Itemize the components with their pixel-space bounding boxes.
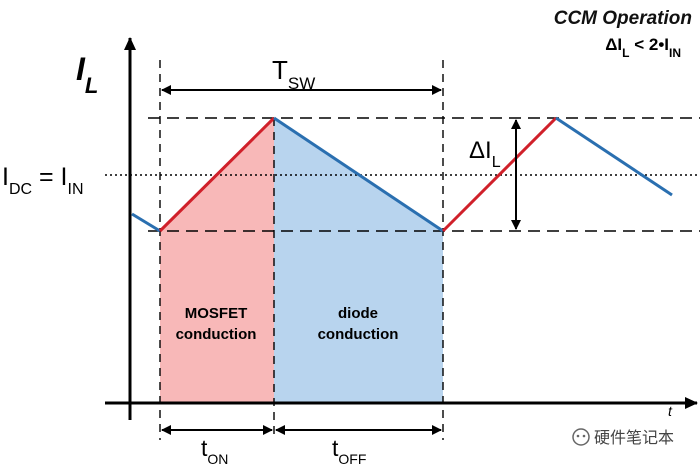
tsw-label: TSW: [272, 55, 315, 93]
watermark-text: 硬件笔记本: [594, 429, 674, 447]
fall-segment-1: [273, 116, 444, 233]
diode-label-line2: conduction: [318, 326, 399, 343]
watermark-logo-icon: [572, 428, 590, 446]
mosfet-label-line2: conduction: [176, 326, 257, 343]
delta-il-label: ΔIL: [469, 137, 501, 171]
rise-segment-2: [441, 116, 558, 233]
diagram-title: CCM Operation: [554, 8, 692, 29]
rise-segment-1: [158, 116, 276, 233]
idc-iin-label: IDC = IIN: [2, 163, 84, 198]
ccm-condition: ΔIL < 2•IIN: [605, 35, 681, 60]
diode-label-line1: diode: [338, 305, 378, 322]
y-axis-label: IL: [76, 51, 98, 98]
mosfet-region: [160, 118, 274, 403]
mosfet-label-line1: MOSFET: [185, 305, 248, 322]
x-axis-label: t: [668, 403, 673, 419]
diode-region: [274, 118, 443, 403]
fall-segment-initial: [131, 212, 161, 233]
toff-label: tOFF: [332, 435, 366, 466]
fall-segment-2: [555, 116, 673, 197]
watermark: 硬件笔记本: [572, 428, 674, 447]
inductor-current-waveform: [131, 116, 673, 233]
ton-label: tON: [201, 435, 228, 466]
